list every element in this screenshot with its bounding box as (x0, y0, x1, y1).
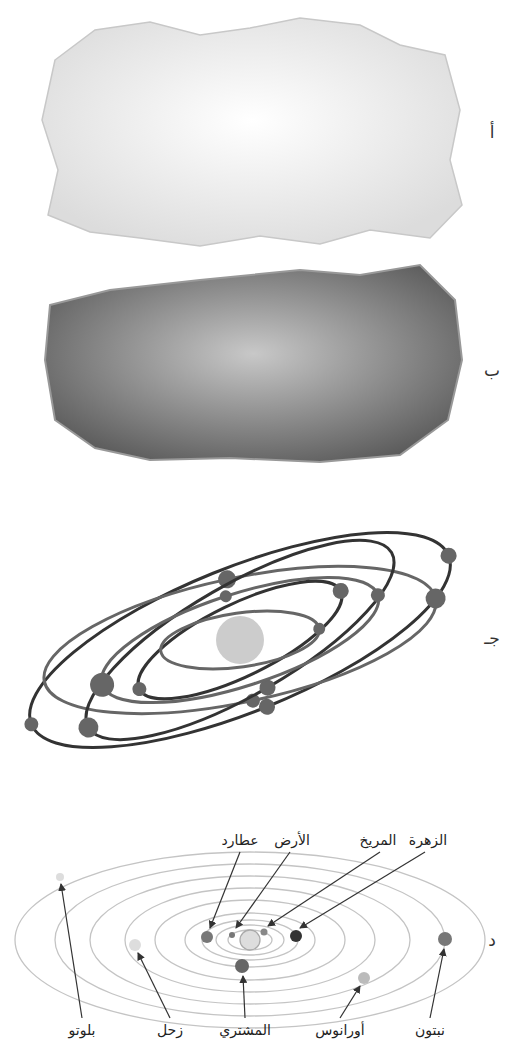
planet-label: أورانوس (315, 1022, 365, 1039)
contracting-cloud (45, 265, 462, 462)
planet-label: الزهرة (409, 832, 447, 849)
forming-orbits (0, 486, 486, 801)
planet-label: زحل (157, 1022, 183, 1039)
stage-letter: جـ (484, 628, 500, 648)
planet-label: نبتون (415, 1022, 445, 1039)
planets (56, 873, 452, 984)
planet-label: الأرض (274, 832, 310, 849)
solar-system-orbits (15, 852, 485, 1028)
leader-arrows (61, 852, 444, 1018)
nebula-cloud (42, 18, 462, 246)
stage-letter: أ (490, 122, 495, 142)
stage-letter: ب (484, 360, 500, 380)
planet-label: المريخ (360, 832, 397, 849)
planet-label: عطارد (221, 832, 258, 849)
planet-label: بلوتو (69, 1022, 96, 1039)
stage-letter: د (488, 930, 496, 950)
planet-label: المشتري (219, 1022, 271, 1039)
